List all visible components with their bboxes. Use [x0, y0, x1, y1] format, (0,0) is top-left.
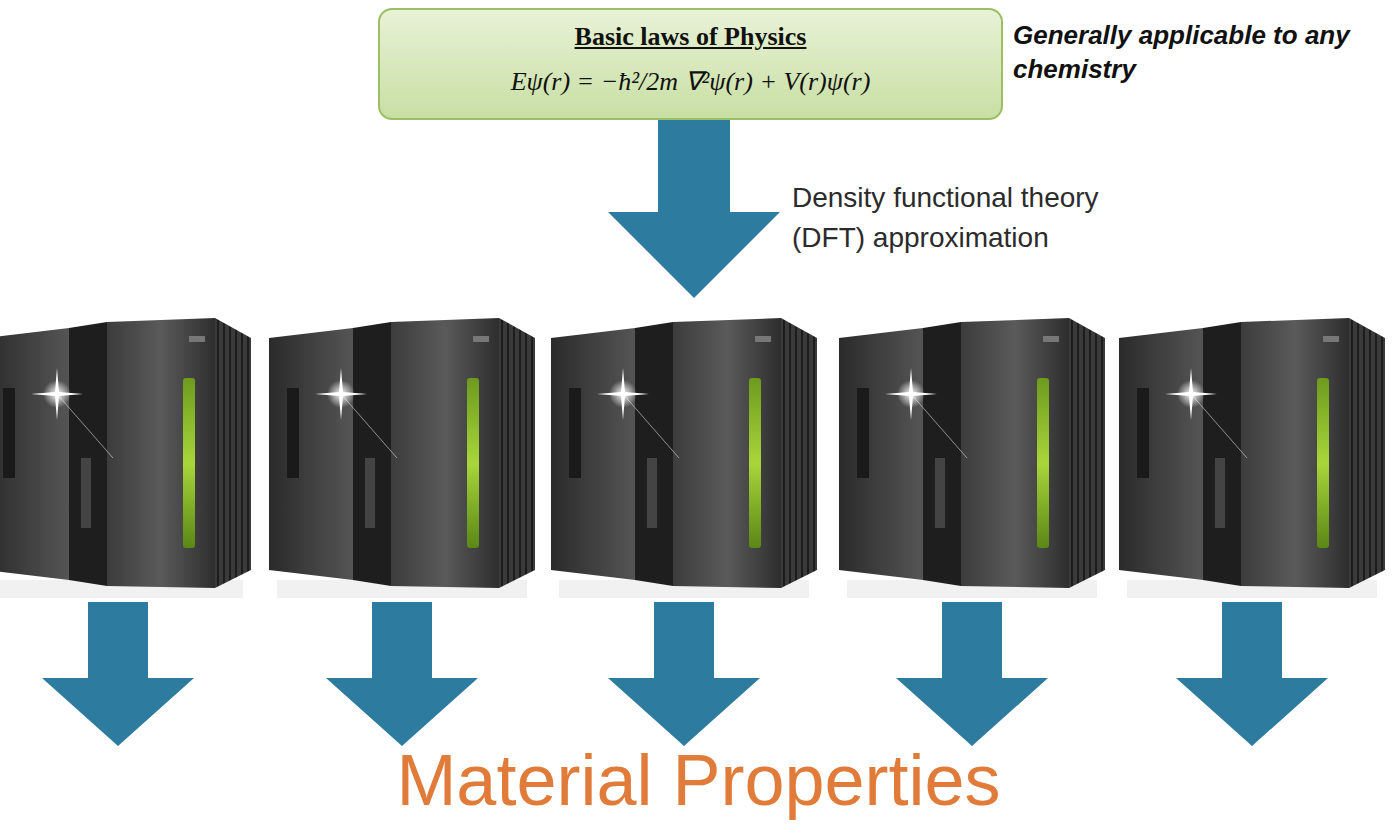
server-icon: [1119, 318, 1385, 598]
down-arrow: [608, 602, 760, 746]
server-icon: [839, 318, 1105, 598]
down-arrow: [896, 602, 1048, 746]
result-title: Material Properties: [200, 738, 1197, 822]
server-icon: [0, 318, 251, 598]
equation: Eψ(r) = −ħ²/2m ∇²ψ(r) + V(r)ψ(r): [396, 66, 985, 97]
arrow-label: Density functional theory (DFT) approxim…: [792, 178, 1122, 258]
down-arrow: [326, 602, 478, 746]
server-icon: [269, 318, 535, 598]
formula-box: Basic laws of PhysicsEψ(r) = −ħ²/2m ∇²ψ(…: [378, 8, 1003, 120]
box-heading: Basic laws of Physics: [396, 22, 985, 52]
down-arrow: [608, 118, 780, 298]
down-arrow: [42, 602, 194, 746]
note-text: Generally applicable to any chemistry: [1013, 18, 1391, 86]
down-arrow: [1176, 602, 1328, 746]
server-icon: [551, 318, 817, 598]
